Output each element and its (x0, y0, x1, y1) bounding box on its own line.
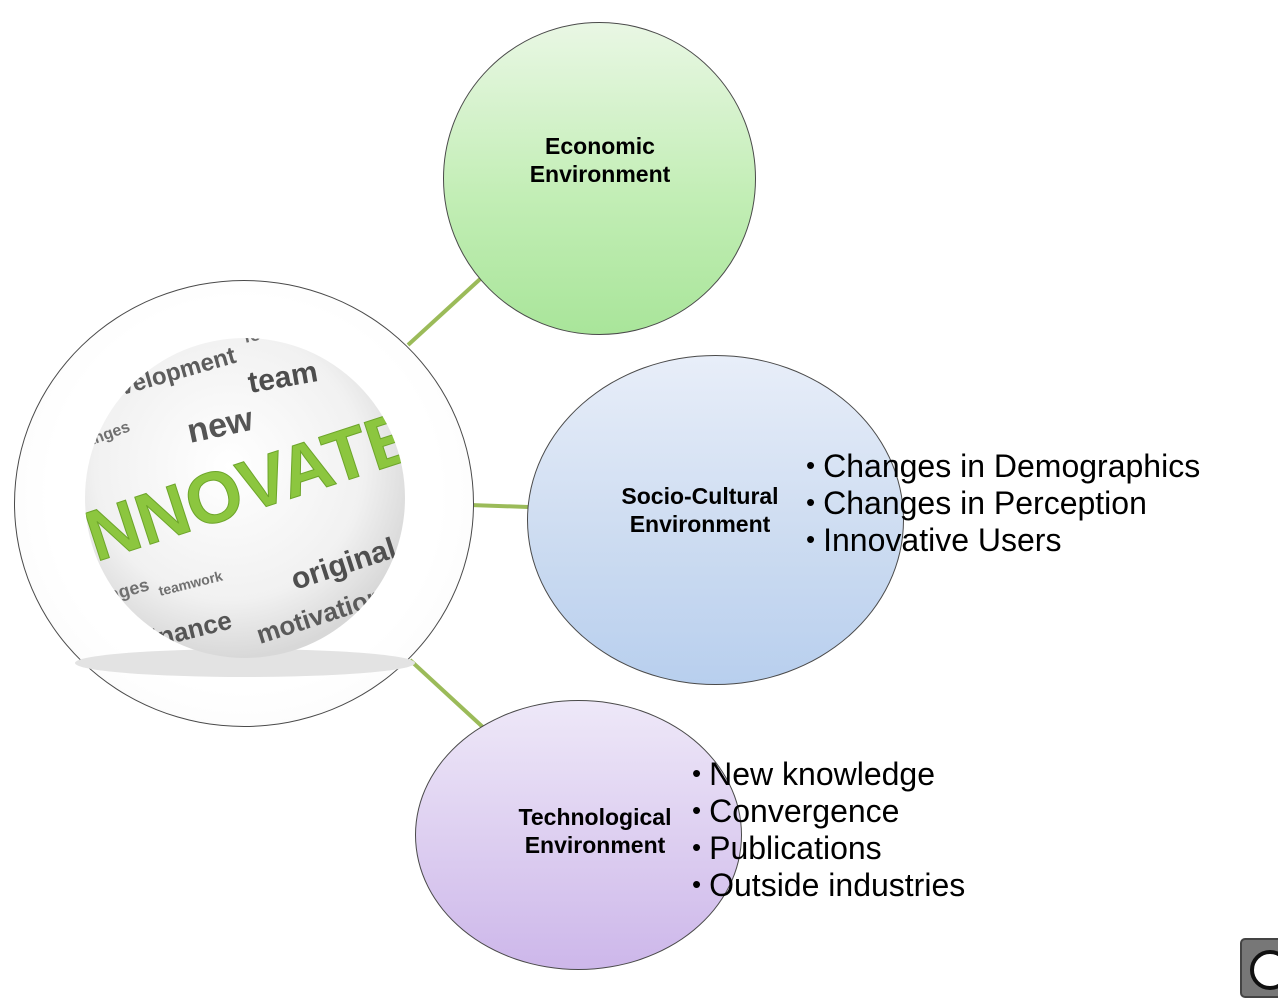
bullet-item: Changes in Perception (806, 484, 1200, 521)
bullet-item: Outside industries (692, 866, 965, 903)
bullet-item: Convergence (692, 792, 965, 829)
connector-tech (408, 658, 488, 732)
bullet-item: Innovative Users (806, 521, 1200, 558)
connector-economic (406, 268, 492, 347)
economic-environment-label: Economic Environment (529, 133, 671, 187)
copyright-badge-icon (1240, 938, 1278, 998)
bullet-item: New knowledge (692, 755, 965, 792)
socio-cultural-bullet-list: Changes in Demographics Changes in Perce… (806, 447, 1200, 558)
connector-lines (406, 268, 529, 732)
technological-environment-label: Technological Environment (518, 804, 672, 858)
innovate-globe-image: development team focus market new change… (75, 338, 415, 677)
globe-word: market (344, 355, 400, 383)
technological-environment-circle (415, 700, 742, 970)
bullet-item: Publications (692, 829, 965, 866)
bullet-item: Changes in Demographics (806, 447, 1200, 484)
economic-environment-circle (443, 22, 756, 335)
technological-bullet-list: New knowledge Convergence Publications O… (692, 755, 965, 903)
socio-cultural-environment-label: Socio-Cultural Environment (621, 483, 779, 537)
connector-socio (469, 503, 529, 509)
